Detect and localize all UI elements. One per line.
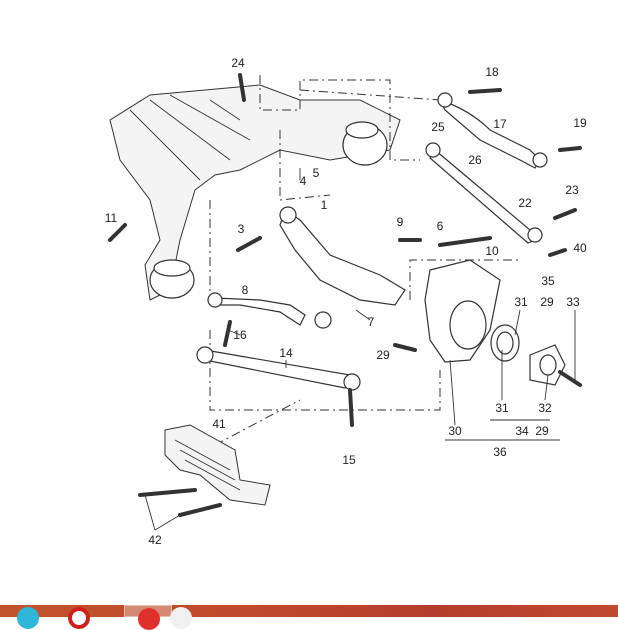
- callout-33: 33: [566, 295, 580, 309]
- callout-24: 24: [231, 56, 245, 70]
- edge-browser-icon[interactable]: [17, 607, 39, 629]
- callout-31b: 31: [495, 401, 509, 415]
- underbody-guard: [164, 424, 271, 506]
- callout-8: 8: [242, 283, 249, 297]
- chrome-like-icon[interactable]: [170, 607, 192, 629]
- callout-11: 11: [105, 211, 118, 225]
- callout-7: 7: [368, 315, 375, 329]
- callout-15: 15: [342, 453, 356, 467]
- callout-5: 5: [313, 166, 320, 180]
- callout-4: 4: [300, 174, 307, 188]
- app-icon-active: [138, 608, 160, 630]
- callout-16: 16: [233, 328, 247, 342]
- callout-34: 34: [515, 424, 529, 438]
- callout-3: 3: [238, 222, 245, 236]
- taskbar: [0, 605, 618, 630]
- callout-41: 41: [212, 417, 226, 431]
- parts-diagram: 24 18 19 17 25 26 4 5 1 23 22 11 3 9 6 1…: [105, 56, 587, 547]
- callout-22: 22: [518, 196, 532, 210]
- callout-23: 23: [565, 183, 579, 197]
- callout-6: 6: [437, 219, 444, 233]
- callout-40: 40: [573, 241, 587, 255]
- callout-36: 36: [493, 445, 507, 459]
- callout-32: 32: [538, 401, 552, 415]
- callout-29c: 29: [535, 424, 549, 438]
- wheel-carrier: [424, 259, 566, 386]
- subframe: [109, 84, 401, 301]
- callout-18: 18: [485, 65, 499, 79]
- callout-25: 25: [431, 120, 445, 134]
- callout-10: 10: [485, 244, 499, 258]
- callout-42: 42: [148, 533, 162, 547]
- callout-31a: 31: [514, 295, 528, 309]
- callout-labels: 24 18 19 17 25 26 4 5 1 23 22 11 3 9 6 1…: [105, 56, 587, 547]
- callout-29a: 29: [540, 295, 554, 309]
- callout-14: 14: [279, 346, 293, 360]
- callout-26: 26: [468, 153, 482, 167]
- upper-arms: [425, 92, 548, 244]
- bolts: [108, 73, 582, 517]
- callout-9: 9: [397, 215, 404, 229]
- callout-29b: 29: [376, 348, 390, 362]
- callout-19: 19: [573, 116, 587, 130]
- active-taskbar-item[interactable]: [124, 605, 172, 630]
- callout-30: 30: [448, 424, 462, 438]
- callout-35: 35: [541, 274, 555, 288]
- lower-arm-1: [196, 206, 406, 391]
- opera-browser-icon[interactable]: [68, 607, 90, 629]
- callout-1: 1: [321, 198, 328, 212]
- callout-17: 17: [493, 117, 507, 131]
